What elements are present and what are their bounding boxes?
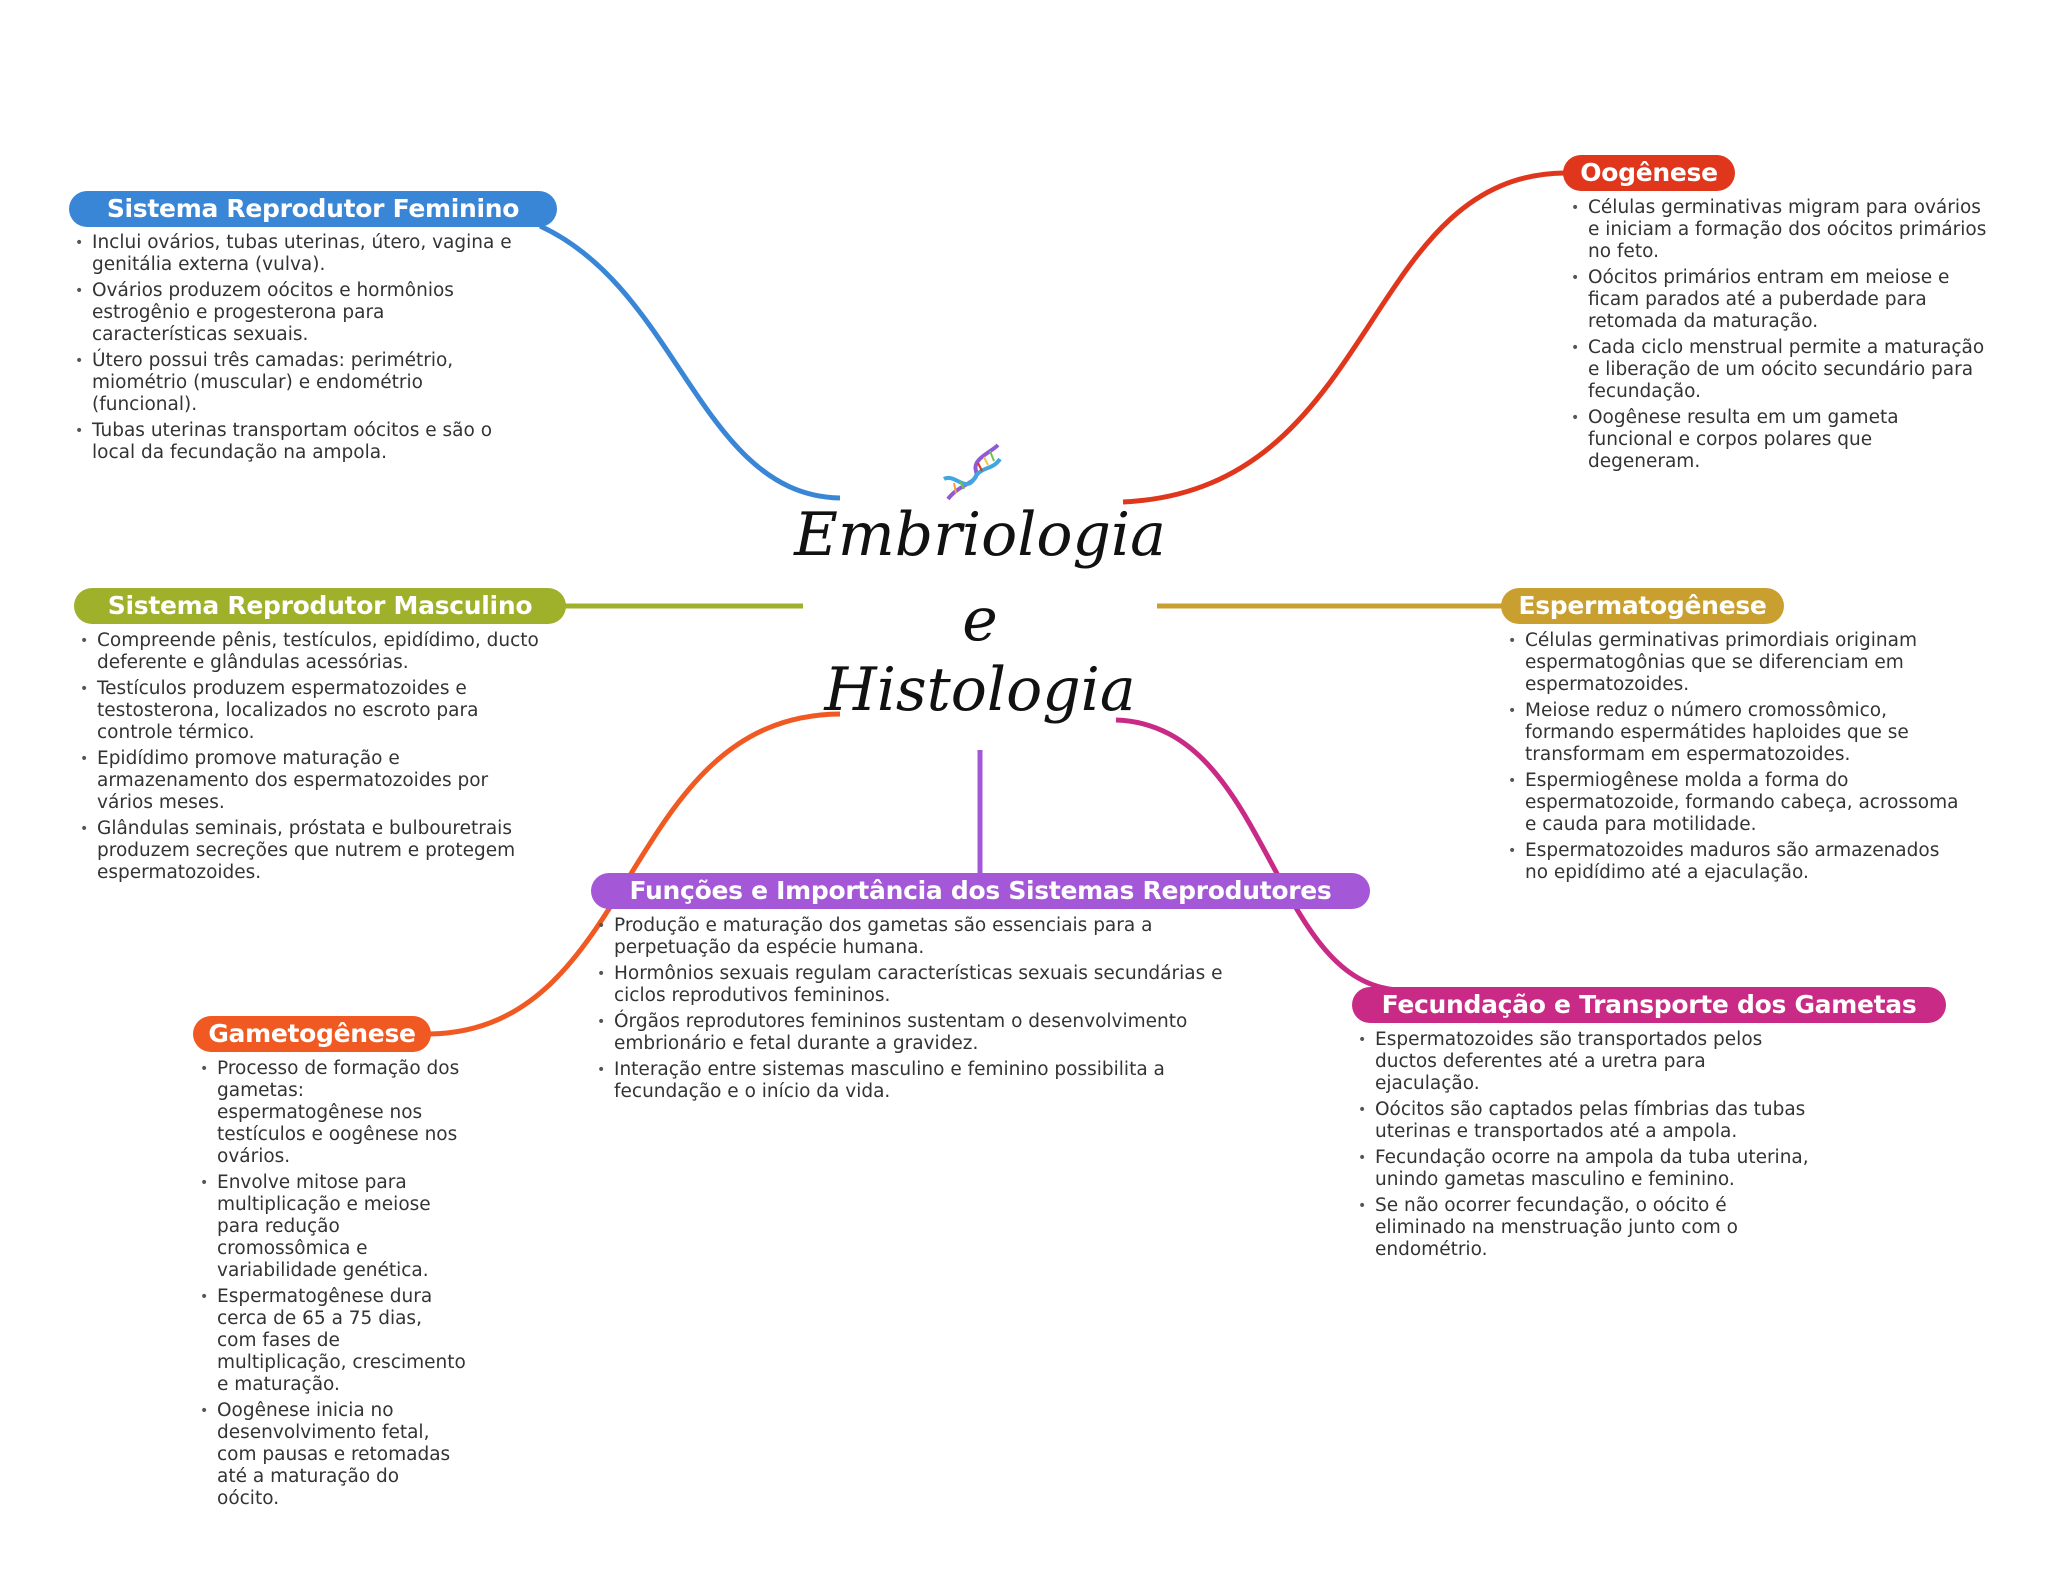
node-funcoes-importancia[interactable]: Funções e Importância dos Sistemas Repro… (591, 873, 1370, 909)
note-item: Cada ciclo menstrual permite a maturação… (1571, 337, 1988, 403)
notes-oogenese: Células germinativas migram para ovários… (1570, 197, 1988, 477)
note-item: Meiose reduz o número cromossômico, form… (1508, 700, 1965, 766)
connector-fecundacao (1115, 717, 1401, 993)
note-item: Interação entre sistemas masculino e fem… (597, 1059, 1234, 1103)
notes-gametogenese: Processo de formação dos gametas: esperm… (199, 1058, 467, 1514)
note-item: Hormônios sexuais regulam característica… (597, 963, 1234, 1007)
note-item: Espermatozoides são transportados pelos … (1358, 1029, 1815, 1095)
note-item: Oócitos são captados pelas fímbrias das … (1358, 1099, 1815, 1143)
node-sistema-reprodutor-feminino[interactable]: Sistema Reprodutor Feminino (69, 191, 557, 227)
connector-feminino (538, 223, 841, 501)
node-espermatogenese[interactable]: Espermatogênese (1501, 588, 1784, 624)
notes-feminino: Inclui ovários, tubas uterinas, útero, v… (74, 232, 512, 468)
central-title-line-2: e (962, 585, 998, 655)
notes-fecundacao: Espermatozoides são transportados pelos … (1357, 1029, 1815, 1265)
node-fecundacao-transporte[interactable]: Fecundação e Transporte dos Gametas (1352, 987, 1946, 1023)
note-item: Oogênese inicia no desenvolvimento fetal… (200, 1400, 467, 1510)
notes-espermatogenese: Células germinativas primordiais origina… (1507, 630, 1965, 888)
note-item: Glândulas seminais, próstata e bulbouret… (80, 818, 547, 884)
note-item: Processo de formação dos gametas: esperm… (200, 1058, 467, 1168)
note-item: Tubas uterinas transportam oócitos e são… (75, 420, 512, 464)
dna-icon (942, 443, 1002, 501)
note-item: Fecundação ocorre na ampola da tuba uter… (1358, 1147, 1815, 1191)
note-item: Ovários produzem oócitos e hormônios est… (75, 280, 512, 346)
note-item: Epidídimo promove maturação e armazename… (80, 748, 547, 814)
node-gametogenese[interactable]: Gametogênese (193, 1016, 431, 1052)
note-item: Oócitos primários entram em meiose e fic… (1571, 267, 1988, 333)
notes-masculino: Compreende pênis, testículos, epidídimo,… (79, 630, 547, 888)
note-item: Espermatozoides maduros são armazenados … (1508, 840, 1965, 884)
note-item: Útero possui três camadas: perimétrio, m… (75, 350, 512, 416)
central-title-line-3: Histologia (824, 655, 1136, 725)
note-item: Inclui ovários, tubas uterinas, útero, v… (75, 232, 512, 276)
node-oogenese[interactable]: Oogênese (1563, 155, 1735, 191)
note-item: Compreende pênis, testículos, epidídimo,… (80, 630, 547, 674)
note-item: Espermatogênese dura cerca de 65 a 75 di… (200, 1286, 467, 1396)
notes-funcoes: Produção e maturação dos gametas são ess… (596, 915, 1234, 1107)
note-item: Produção e maturação dos gametas são ess… (597, 915, 1234, 959)
note-item: Células germinativas primordiais origina… (1508, 630, 1965, 696)
connector-oogenese (1122, 170, 1566, 505)
note-item: Oogênese resulta em um gameta funcional … (1571, 407, 1988, 473)
note-item: Se não ocorrer fecundação, o oócito é el… (1358, 1195, 1815, 1261)
central-title-line-1: Embriologia (794, 500, 1166, 570)
node-sistema-reprodutor-masculino[interactable]: Sistema Reprodutor Masculino (74, 588, 566, 624)
note-item: Envolve mitose para multiplicação e meio… (200, 1172, 467, 1282)
note-item: Órgãos reprodutores femininos sustentam … (597, 1011, 1234, 1055)
note-item: Células germinativas migram para ovários… (1571, 197, 1988, 263)
note-item: Testículos produzem espermatozoides e te… (80, 678, 547, 744)
note-item: Espermiogênese molda a forma do espermat… (1508, 770, 1965, 836)
